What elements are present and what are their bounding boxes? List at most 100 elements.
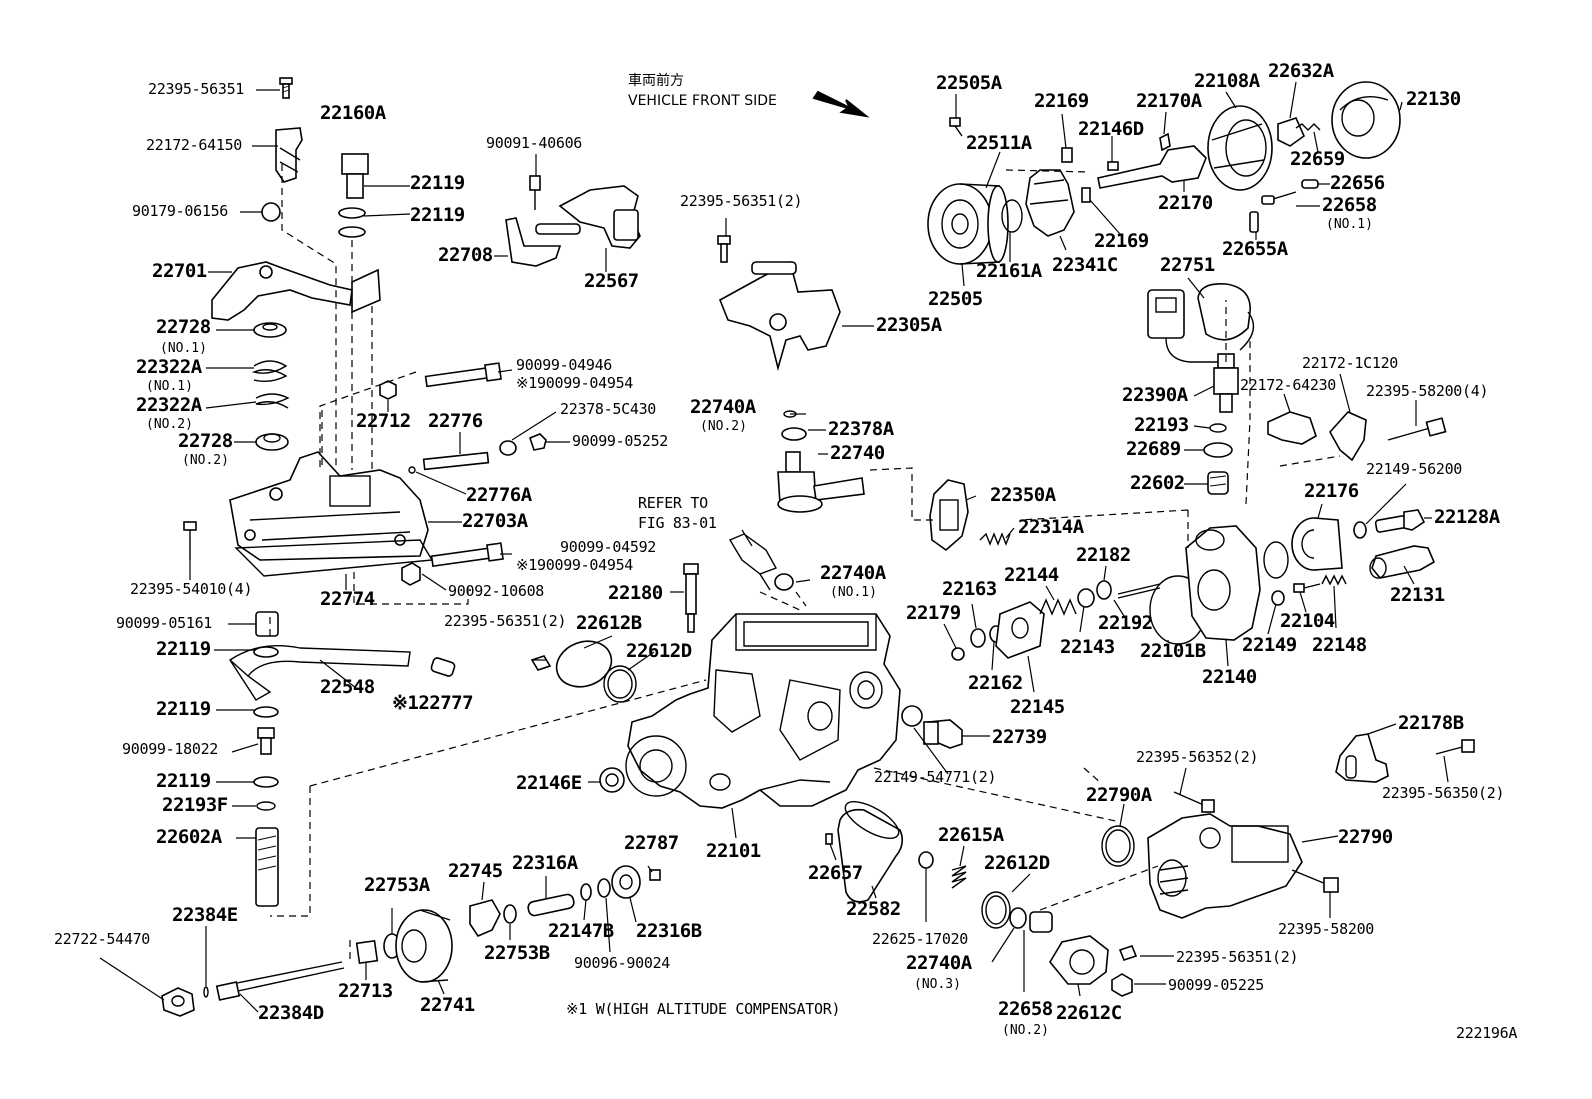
piston-22658-no2 [1029,911,1053,933]
pin-22657 [825,833,833,845]
washer-22119-a [338,207,366,238]
plug-22739 [901,705,963,749]
ring-22147b [580,883,592,901]
washer-22182 [1096,580,1112,600]
washer-22119-e [253,776,279,788]
plug-22350a [929,479,969,552]
bolt-22395-56351-2b [530,655,552,671]
cam-22741 [395,909,453,983]
bolt-22395-56352 [1173,791,1215,813]
governor-cover-22703a [229,451,429,561]
leader-lines [99,81,1449,1013]
pin-22658-no1 [1261,191,1297,205]
cap-22378-5c430 [499,440,517,456]
pin-22656 [1301,179,1319,189]
connector-22751 [1147,282,1255,377]
bush-22316b [611,865,641,899]
nut-22722-54470 [161,987,195,1017]
sensor-refer-fig-83-01 [728,533,778,591]
bolt-90099-05252 [529,433,547,451]
key-22146d [1107,161,1119,171]
bolt-22395-56351-2c [1118,945,1138,961]
key-22169-b [1081,187,1091,203]
spring-22144 [1039,598,1077,616]
ring-22143 [1077,588,1095,608]
housing-22108a [1207,105,1273,191]
nut-90092-10608 [401,562,421,586]
bracket-22708 [505,217,562,267]
vehicle-front-arrow-icon [812,90,870,118]
bolt-22160a [341,153,369,199]
bolt-22395-58200-4 [1387,417,1447,441]
nut-22712 [379,380,397,400]
drive-shaft-22170 [1097,145,1207,189]
spring-22659 [1295,123,1321,131]
ring-22193f [256,801,276,811]
pump-housing-22101 [625,613,901,809]
head-22140 [1185,525,1261,641]
solenoid-22390a [1213,353,1239,413]
screw-22395-56351 [279,77,293,99]
valve-22131 [1369,545,1436,579]
spring-22322a-no2 [255,393,290,409]
lever-22567 [535,185,641,249]
o-ring-22149 [1263,541,1289,606]
bolt-22128a [1374,509,1426,533]
valve-22176 [1291,517,1343,571]
screw-22505a [949,117,963,137]
pulley-22505 [927,183,1009,265]
bracket-22172-1c120 [1329,411,1367,462]
nut-90099-05225 [1111,973,1133,997]
bracket-22172-64230 [1267,411,1317,445]
seal-22146e [599,767,625,793]
flange-22145 [995,601,1045,659]
valve-22180 [683,563,699,633]
pin-22655a [1249,211,1259,233]
bolt-22395-54010 [183,521,197,560]
ring-22161a [1001,199,1023,233]
pin-22170a [1159,132,1171,152]
spring-22148 [1321,574,1347,586]
sleeve-22602a [255,827,279,907]
o-ring-22625-17020 [918,851,934,869]
gear-22341c [1025,169,1075,237]
bolt-22395-58200 [1291,869,1339,893]
rotor-22632a [1277,117,1305,147]
stud-22776 [422,451,490,471]
washer-22753b [503,904,517,924]
cover-22130 [1331,81,1401,159]
nut-90179-06156 [261,202,281,222]
ring-90096-90024 [597,878,611,898]
bolt-90099-04592 [430,542,504,568]
lever-22178b [1335,733,1389,783]
washer-22163 [970,628,986,648]
spring-22314a [979,532,1011,546]
bolt-22395-56351-2a [717,235,731,263]
spring-22322a-no1 [251,360,288,383]
cover-22612b [555,640,613,688]
bolt-22395-56350 [1435,739,1475,755]
pin-22384e [203,986,209,998]
o-ring-22689 [1203,442,1233,458]
o-ring-22740a-no3 [1009,907,1027,929]
plunger-22602 [1207,471,1229,495]
cover-22612c [1049,935,1109,985]
washer-22119-d [253,706,279,718]
o-ring-22612d-a [603,665,637,703]
bolt-90099-18022 [257,727,275,755]
part-22745 [469,899,501,937]
valve-22740 [777,451,865,513]
pin-22316a [527,893,575,917]
washer-22149-56200 [1353,521,1367,539]
pin-22104 [1293,583,1321,593]
assembly-lines [269,164,1341,960]
lever-22305a [718,260,841,372]
o-ring-22193 [1209,423,1227,433]
cap-90099-05161 [255,611,279,637]
ring-22776a [408,466,416,474]
piston-22582 [837,801,904,903]
washer-22728-no2 [255,433,289,451]
screw-90091-40606 [529,175,541,210]
washer-22179 [951,647,965,661]
